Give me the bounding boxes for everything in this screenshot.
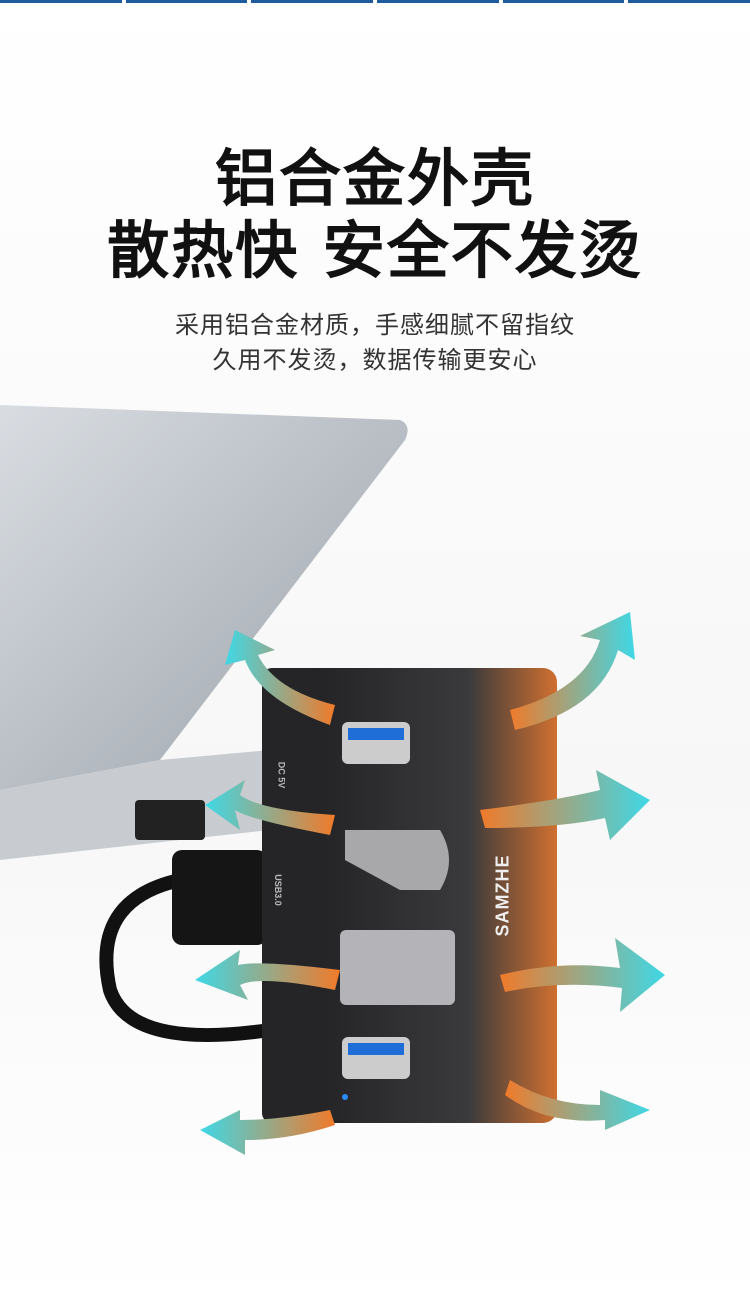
headline-line1: 铝合金外壳 — [214, 142, 535, 215]
subtitle-line1: 采用铝合金材质，手感细腻不留指纹 — [175, 311, 575, 339]
headline-line2: 散热快 安全不发烫 — [107, 214, 643, 287]
port-label: USB3.0 — [272, 874, 283, 906]
power-label: DC 5V — [276, 761, 287, 789]
top-decor-bar — [0, 0, 750, 3]
usb-cable — [99, 850, 271, 1042]
subtitle-line2: 久用不发烫，数据传输更安心 — [212, 346, 538, 374]
brand-logo: SAMZHE — [492, 854, 513, 937]
usb-hub — [262, 668, 557, 1123]
heat-arrows — [195, 612, 665, 1155]
laptop — [0, 405, 408, 860]
